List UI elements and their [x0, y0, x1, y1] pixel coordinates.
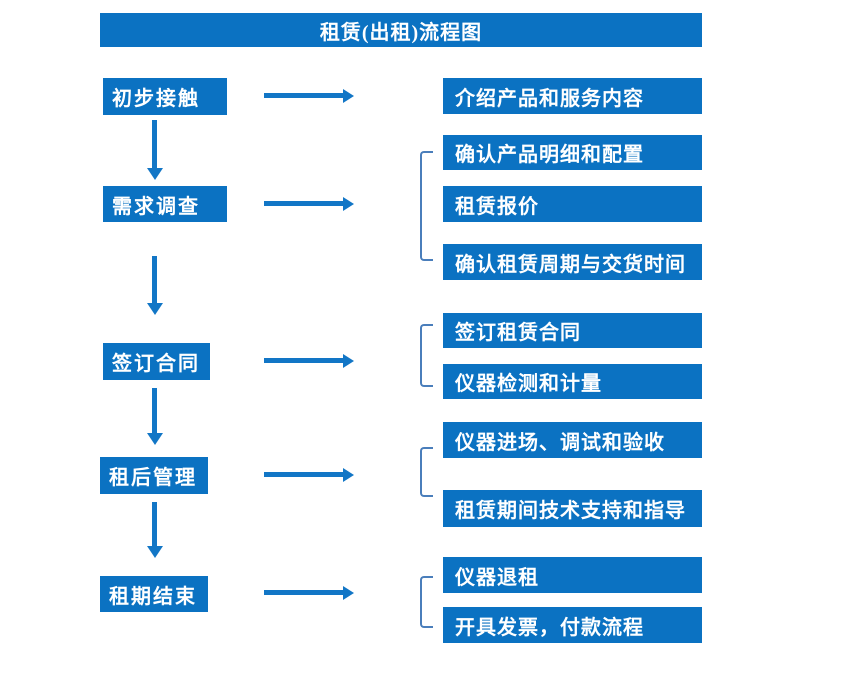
detail-box: 确认产品明细和配置: [443, 135, 702, 170]
step-box-initial-contact: 初步接触: [103, 78, 227, 115]
group-bracket: [420, 447, 433, 497]
flow-arrow-down: [147, 502, 163, 558]
detail-box: 租赁期间技术支持和指导: [443, 490, 702, 527]
flow-arrow-right: [264, 468, 354, 482]
detail-box: 介绍产品和服务内容: [443, 78, 702, 114]
flow-arrow-down: [147, 120, 163, 180]
flow-arrow-right: [264, 354, 354, 368]
step-box-rental-end: 租期结束: [100, 576, 208, 612]
detail-box: 仪器检测和计量: [443, 364, 702, 399]
step-box-post-rental-management: 租后管理: [100, 457, 208, 494]
group-bracket: [420, 576, 433, 628]
flow-arrow-down: [147, 388, 163, 445]
flow-arrow-right: [264, 89, 354, 103]
step-box-demand-survey: 需求调查: [103, 186, 227, 222]
flow-arrow-right: [264, 586, 354, 600]
detail-box: 确认租赁周期与交货时间: [443, 244, 702, 280]
detail-box: 租赁报价: [443, 186, 702, 222]
flowchart-title: 租赁(出租)流程图: [100, 13, 702, 47]
detail-box: 仪器退租: [443, 557, 702, 593]
group-bracket: [420, 151, 433, 261]
detail-box: 签订租赁合同: [443, 313, 702, 348]
step-box-sign-contract: 签订合同: [103, 343, 210, 380]
detail-box: 仪器进场、调试和验收: [443, 422, 702, 458]
group-bracket: [420, 324, 433, 387]
flow-arrow-down: [147, 256, 163, 315]
detail-box: 开具发票，付款流程: [443, 607, 702, 643]
flow-arrow-right: [264, 197, 354, 211]
